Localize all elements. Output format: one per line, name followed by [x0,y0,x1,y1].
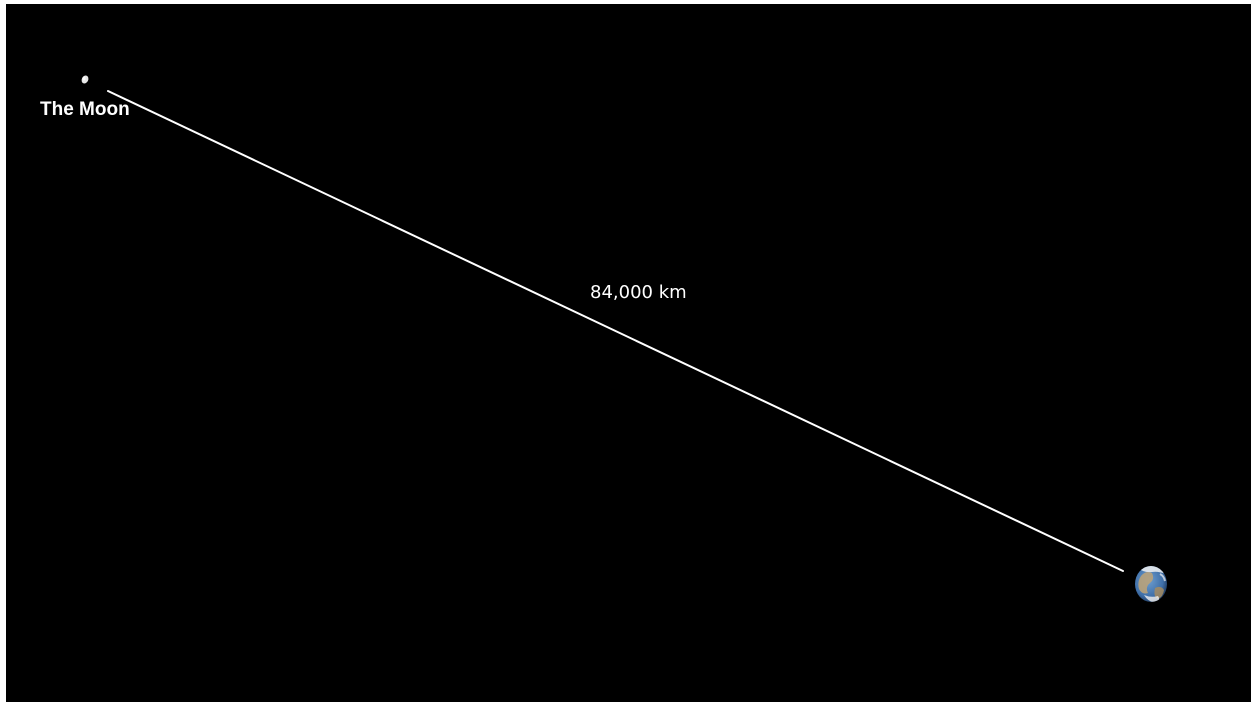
distance-line [107,90,1124,572]
moon-icon [81,75,89,84]
space-background [6,4,1251,702]
distance-label: 84,000 km [590,282,687,303]
earth-icon [1135,566,1167,602]
moon-label: The Moon [40,99,130,120]
